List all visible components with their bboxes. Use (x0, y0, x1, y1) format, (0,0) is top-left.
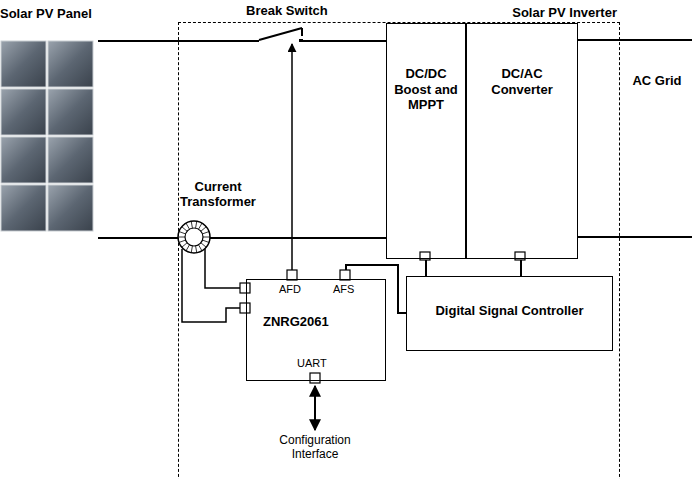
coil-winding (201, 243, 206, 247)
wire-connector (98, 40, 386, 42)
switch-blade (259, 28, 302, 40)
process-box: DC/AC Converter (466, 23, 578, 259)
interface-label: Configuration Interface (262, 434, 368, 462)
panel-title: Solar PV Panel (0, 6, 98, 22)
coil-winding (182, 227, 187, 231)
pv-cell (1, 89, 46, 135)
pv-cell (1, 41, 46, 87)
coil-winding (201, 227, 206, 231)
coil-winding (179, 232, 186, 234)
pv-cell (1, 137, 46, 183)
coil-winding (203, 237, 210, 238)
process-box: DC/DC Boost and MPPT (386, 23, 466, 259)
pv-cell (1, 185, 46, 231)
pin-name: AFD (279, 283, 301, 296)
switch-contact (301, 28, 303, 36)
coil-winding (191, 246, 192, 253)
coil-winding (179, 240, 186, 242)
box-label: DC/DC Boost and MPPT (393, 66, 459, 113)
coil-winding (196, 246, 197, 253)
box-label: ZNRG2061 (263, 314, 377, 330)
coil-winding (186, 223, 190, 229)
trip-arrow (291, 44, 293, 270)
wire-connector (346, 265, 406, 313)
coil-winding (178, 237, 185, 238)
box-label: DC/AC Converter (475, 66, 569, 97)
switch-contact (299, 39, 303, 41)
coil-winding (199, 245, 203, 251)
coil-winding (191, 221, 192, 228)
solar-panel: Solar PV Panel (0, 6, 98, 238)
pv-cell (48, 41, 93, 87)
pv-cell (48, 89, 93, 135)
grid-label: AC Grid (632, 74, 682, 89)
coil-winding (202, 232, 209, 234)
wire-connector (520, 259, 522, 276)
coil-winding (186, 245, 190, 251)
solar-cells (0, 40, 96, 236)
controller-box: Digital Signal Controller (406, 276, 613, 351)
part-label: Current Transformer (176, 180, 260, 210)
coil-winding (196, 221, 197, 228)
ac-wire (577, 39, 692, 41)
wire-connector (98, 237, 386, 239)
wire-connector (425, 259, 427, 276)
config-arrow (314, 386, 316, 430)
coil-winding (182, 243, 187, 247)
switch-gap (259, 34, 299, 46)
uart-pin (310, 373, 320, 383)
pin-name: UART (297, 357, 327, 370)
switch-label: Break Switch (246, 4, 328, 19)
pv-cell (48, 185, 93, 231)
ct-lead (205, 249, 240, 288)
input-pin (240, 283, 250, 293)
coil-winding (199, 223, 203, 229)
ct-lead (182, 249, 240, 322)
current-transformer-symbol (178, 221, 210, 253)
input-pin (240, 303, 250, 313)
ac-wire (577, 236, 692, 238)
coil-winding (202, 240, 209, 242)
pv-cell (48, 137, 93, 183)
pin-name: AFS (333, 283, 354, 296)
inverter-boundary: Solar PV InverterDC/DC Boost and MPPTDC/… (178, 22, 620, 479)
box-label: Digital Signal Controller (415, 303, 604, 319)
region-title: Solar PV Inverter (512, 5, 617, 21)
